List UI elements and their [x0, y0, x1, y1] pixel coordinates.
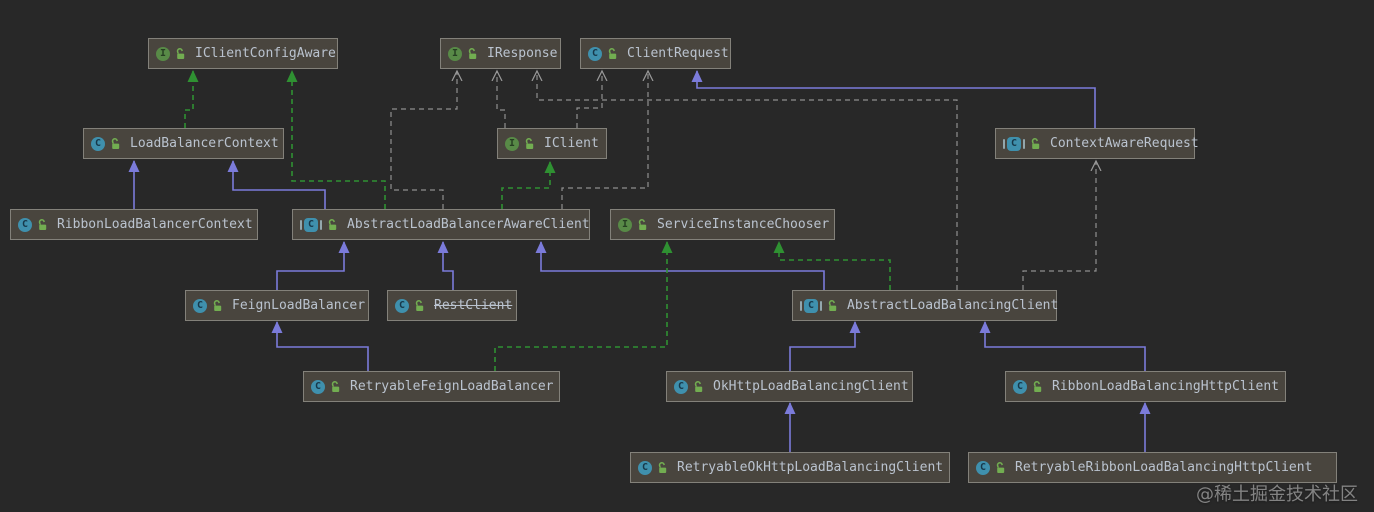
node-ClientRequest[interactable]: C ClientRequest: [580, 38, 731, 69]
class-icon: C: [588, 46, 602, 61]
public-lock-icon: [658, 461, 667, 473]
public-lock-icon: [176, 47, 185, 59]
node-label: RibbonLoadBalancingHttpClient: [1052, 379, 1279, 394]
edge-FeignLoadBalancer-extends-AbstractLoadBalancerAwareClient: [276, 241, 350, 290]
interface-icon: I: [448, 46, 462, 61]
node-RetryableRibbonLoadBalancingHttpClient[interactable]: C RetryableRibbonLoadBalancingHttpClient: [968, 452, 1337, 483]
edge-AbstractLoadBalancingClient-dependency-ContextAwareRequest: [1022, 161, 1096, 290]
node-label: IResponse: [487, 46, 558, 61]
edge-RestClient-extends-AbstractLoadBalancerAwareClient: [437, 241, 454, 290]
class-icon: C: [193, 298, 207, 313]
node-AbstractLoadBalancerAwareClient[interactable]: C AbstractLoadBalancerAwareClient: [292, 209, 590, 240]
edge-OkHttpLoadBalancingClient-extends-AbstractLoadBalancingClient: [789, 321, 861, 371]
public-lock-icon: [608, 47, 617, 59]
public-lock-icon: [1033, 380, 1042, 392]
edge-AbstractLoadBalancingClient-extends-AbstractLoadBalancerAwareClient: [535, 241, 825, 290]
node-RibbonLoadBalancingHttpClient[interactable]: C RibbonLoadBalancingHttpClient: [1005, 371, 1286, 402]
node-label: OkHttpLoadBalancingClient: [713, 379, 909, 394]
public-lock-icon: [828, 299, 837, 311]
class-icon: C: [311, 379, 325, 394]
edge-AbstractLoadBalancerAwareClient-extends-LoadBalancerContext: [227, 160, 326, 209]
class-icon: C: [18, 217, 32, 232]
node-label: IClientConfigAware: [195, 46, 336, 61]
edge-AbstractLoadBalancingClient-implements-ServiceInstanceChooser: [773, 241, 891, 290]
node-RetryableFeignLoadBalancer[interactable]: C RetryableFeignLoadBalancer: [303, 371, 560, 402]
node-RestClient[interactable]: C RestClient: [387, 290, 517, 321]
node-OkHttpLoadBalancingClient[interactable]: C OkHttpLoadBalancingClient: [666, 371, 913, 402]
node-label: FeignLoadBalancer: [232, 298, 366, 313]
public-lock-icon: [638, 218, 647, 230]
edge-LoadBalancerContext-implements-IClientConfigAware: [184, 70, 199, 128]
public-lock-icon: [38, 218, 47, 230]
node-label: ClientRequest: [627, 46, 729, 61]
class-icon: C: [1013, 379, 1027, 394]
node-label: LoadBalancerContext: [130, 136, 279, 151]
edge-RetryableFeignLoadBalancer-implements-ServiceInstanceChooser: [494, 241, 673, 371]
abstract-icon: C: [1003, 136, 1025, 151]
node-IClient[interactable]: I IClient: [497, 128, 607, 159]
class-icon: C: [91, 136, 105, 151]
node-LoadBalancerContext[interactable]: C LoadBalancerContext: [83, 128, 284, 159]
public-lock-icon: [468, 47, 477, 59]
edge-RibbonLoadBalancingHttpClient-extends-AbstractLoadBalancingClient: [979, 321, 1146, 371]
public-lock-icon: [328, 218, 337, 230]
public-lock-icon: [525, 137, 534, 149]
interface-icon: I: [618, 217, 632, 232]
node-ServiceInstanceChooser[interactable]: I ServiceInstanceChooser: [610, 209, 835, 240]
edge-IClient-dependency-IResponse: [497, 71, 506, 128]
node-RetryableOkHttpLoadBalancingClient[interactable]: C RetryableOkHttpLoadBalancingClient: [630, 452, 950, 483]
edge-IClient-dependency-ClientRequest: [576, 71, 602, 128]
node-AbstractLoadBalancingClient[interactable]: C AbstractLoadBalancingClient: [792, 290, 1059, 321]
node-label: RibbonLoadBalancerContext: [57, 217, 253, 232]
node-IClientConfigAware[interactable]: I IClientConfigAware: [148, 38, 338, 69]
edge-AbstractLoadBalancerAwareClient-dependency-IResponse: [390, 71, 457, 209]
node-ContextAwareRequest[interactable]: C ContextAwareRequest: [995, 128, 1199, 159]
public-lock-icon: [996, 461, 1005, 473]
edge-AbstractLoadBalancerAwareClient-implements-IClientConfigAware: [286, 70, 386, 209]
edge-ContextAwareRequest-extends-ClientRequest: [691, 70, 1096, 128]
abstract-icon: C: [300, 217, 322, 232]
node-label: RestClient: [434, 298, 513, 313]
public-lock-icon: [415, 299, 424, 311]
public-lock-icon: [331, 380, 340, 392]
node-label: RetryableRibbonLoadBalancingHttpClient: [1015, 460, 1313, 475]
node-label: AbstractLoadBalancingClient: [847, 298, 1059, 313]
node-label: ServiceInstanceChooser: [657, 217, 830, 232]
watermark: @稀土掘金技术社区: [1196, 484, 1358, 505]
abstract-icon: C: [800, 298, 822, 313]
public-lock-icon: [1031, 137, 1040, 149]
class-icon: C: [976, 460, 990, 475]
node-label: RetryableOkHttpLoadBalancingClient: [677, 460, 944, 475]
node-RibbonLoadBalancerContext[interactable]: C RibbonLoadBalancerContext: [10, 209, 258, 240]
class-icon: C: [638, 460, 652, 475]
node-FeignLoadBalancer[interactable]: C FeignLoadBalancer: [185, 290, 369, 321]
public-lock-icon: [111, 137, 120, 149]
public-lock-icon: [694, 380, 703, 392]
class-icon: C: [674, 379, 688, 394]
node-IResponse[interactable]: I IResponse: [440, 38, 561, 69]
public-lock-icon: [213, 299, 222, 311]
interface-icon: I: [156, 46, 170, 61]
class-icon: C: [395, 298, 409, 313]
node-label: AbstractLoadBalancerAwareClient: [347, 217, 590, 232]
edge-RetryableFeignLoadBalancer-extends-FeignLoadBalancer: [271, 321, 369, 371]
node-label: IClient: [544, 136, 599, 151]
edge-AbstractLoadBalancerAwareClient-dependency-ClientRequest: [561, 71, 648, 209]
node-label: RetryableFeignLoadBalancer: [350, 379, 554, 394]
interface-icon: I: [505, 136, 519, 151]
edge-AbstractLoadBalancingClient-dependency-IResponse: [537, 71, 958, 290]
node-label: ContextAwareRequest: [1050, 136, 1199, 151]
edge-AbstractLoadBalancerAwareClient-implements-IClient: [501, 161, 556, 209]
